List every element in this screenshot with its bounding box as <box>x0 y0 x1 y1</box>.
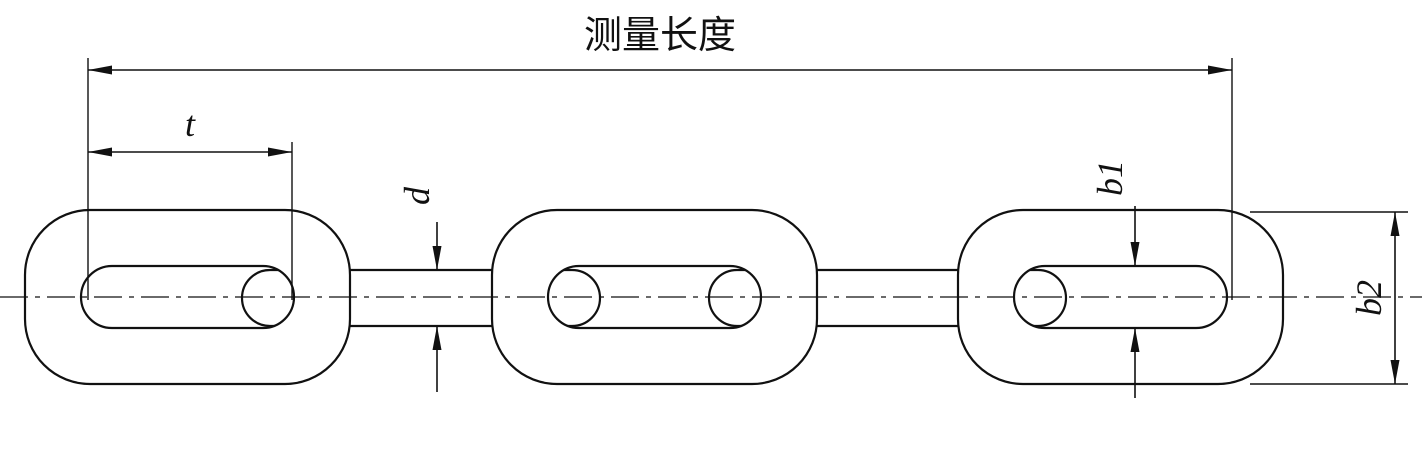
overall-length-label: 测量长度 <box>584 15 736 57</box>
inner-width-label: b1 <box>1090 160 1130 196</box>
arrowhead-down-icon <box>1130 242 1140 266</box>
dimension-outer-width: b2 <box>1250 211 1408 385</box>
arrowhead-up-icon <box>432 326 442 350</box>
arrowhead-up-icon <box>1130 328 1140 352</box>
arrowhead-left-icon <box>88 147 112 157</box>
pitch-label: t <box>185 104 196 144</box>
arrowhead-up-icon <box>1390 212 1400 236</box>
arrowhead-left-icon <box>88 65 112 75</box>
chain-link-left <box>23 208 352 386</box>
arrowhead-down-icon <box>432 246 442 270</box>
dimension-inner-width: b1 <box>1090 160 1140 398</box>
arrowhead-down-icon <box>1390 360 1400 384</box>
arrowhead-right-icon <box>1208 65 1232 75</box>
dimension-pitch: t <box>88 104 293 300</box>
arrowhead-right-icon <box>268 147 292 157</box>
chain-link-right <box>956 208 1285 386</box>
outer-width-label: b2 <box>1349 280 1389 316</box>
chain-links <box>23 208 1285 386</box>
chain-link-middle <box>490 208 819 386</box>
dimension-overall-length: 测量长度 <box>87 15 1233 300</box>
wire-diameter-label: d <box>397 186 437 205</box>
dimension-wire-diameter: d <box>397 186 442 392</box>
